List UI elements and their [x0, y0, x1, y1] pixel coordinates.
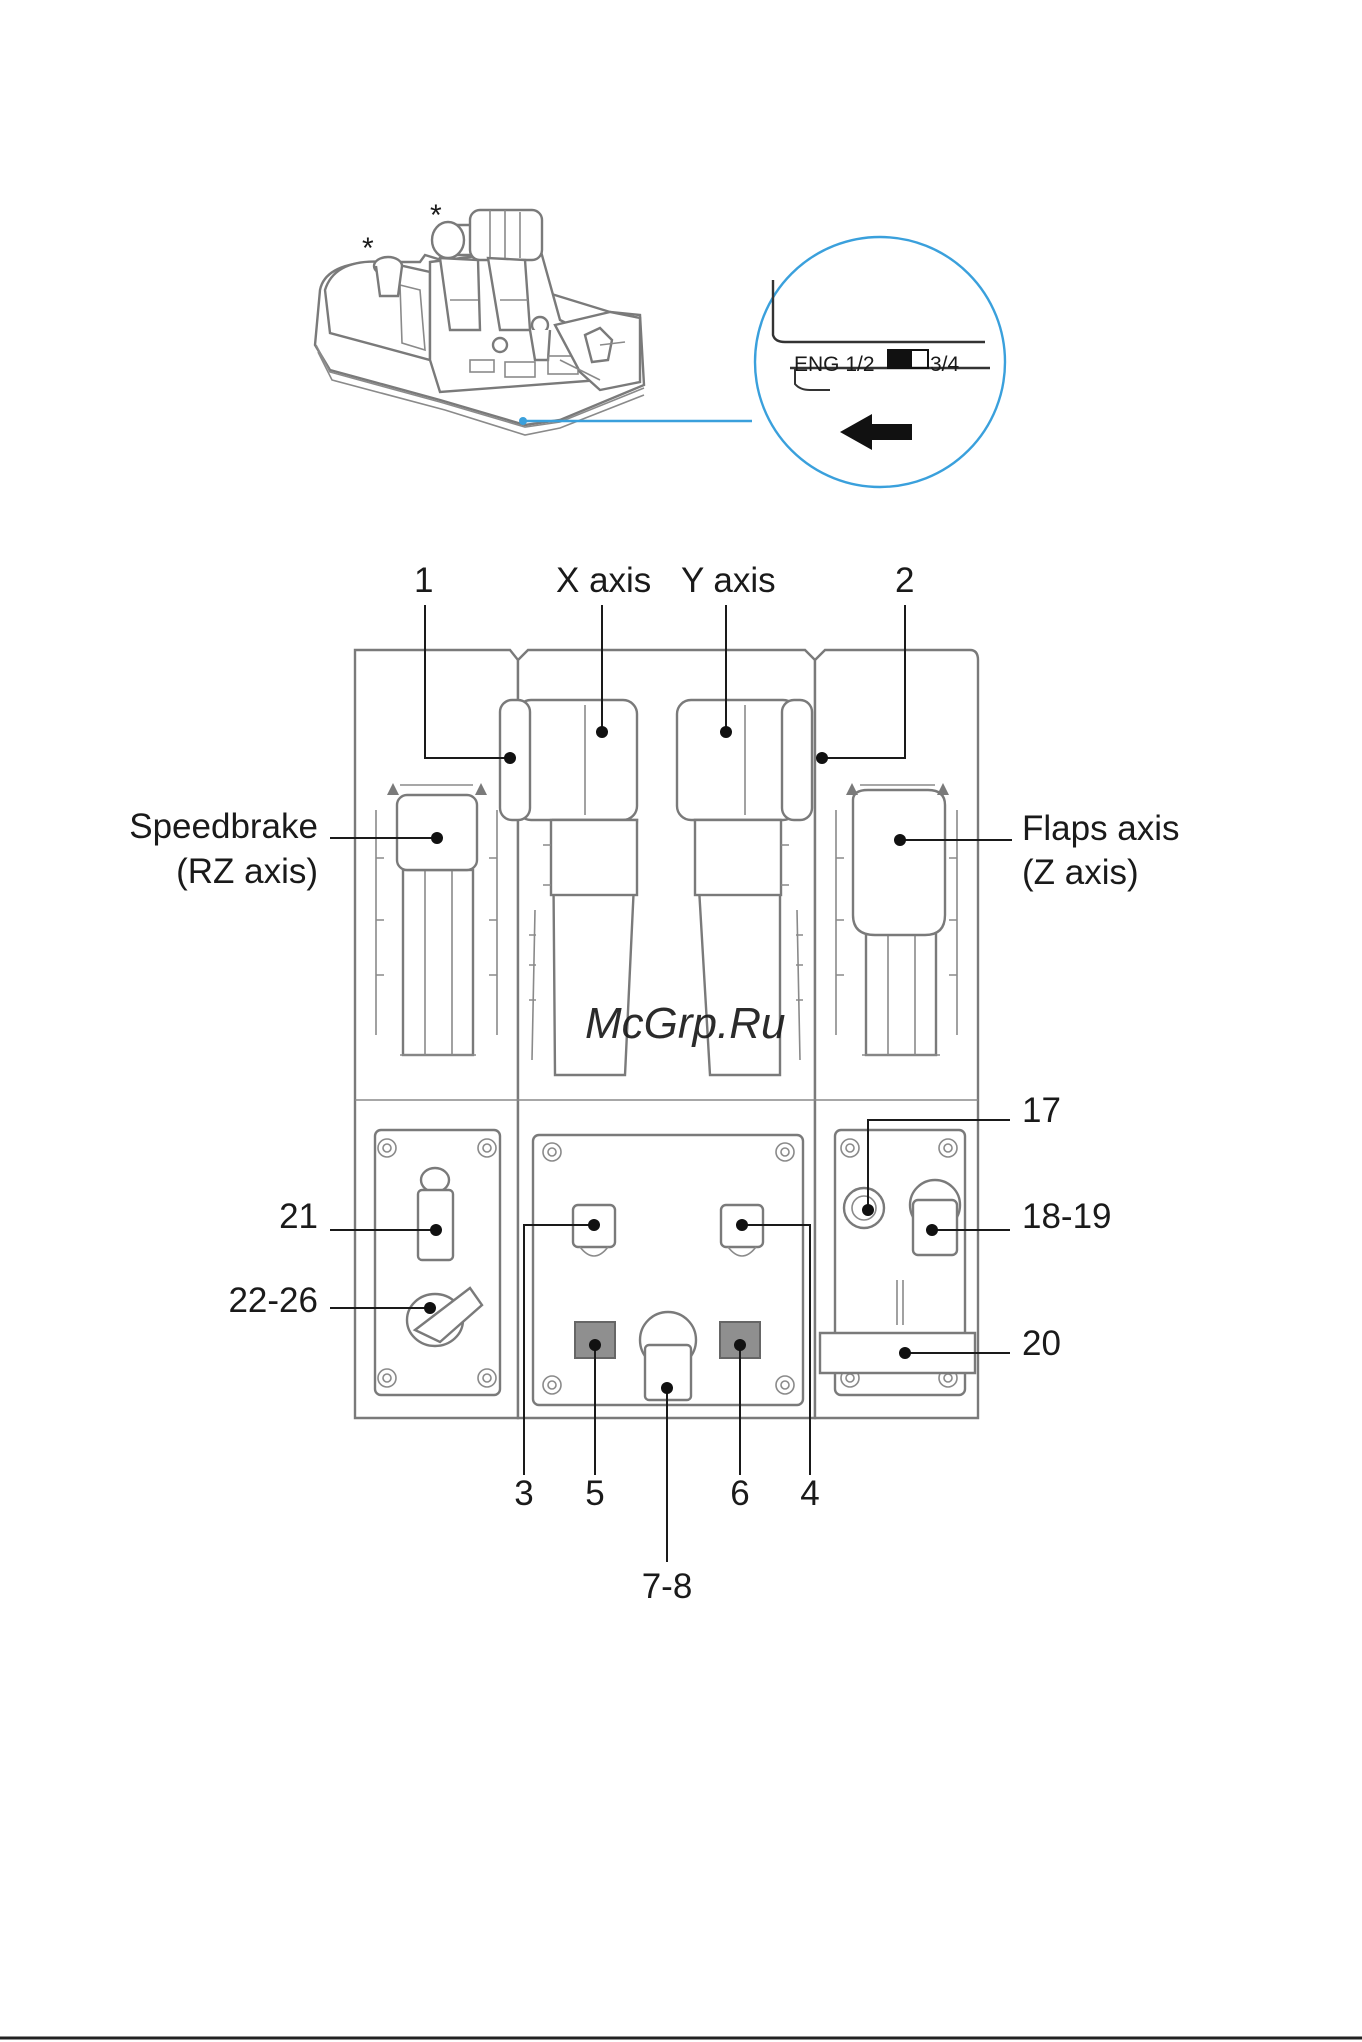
callout-y-axis: Y axis	[681, 561, 776, 600]
engine-switch-callout	[755, 237, 1005, 487]
callout-flaps-axis: (Z axis)	[1022, 853, 1139, 892]
switch-label-34: 3/4	[930, 353, 960, 376]
callout-22-26: 22-26	[228, 1281, 318, 1320]
callout-3: 3	[514, 1474, 533, 1513]
callout-4: 4	[800, 1474, 819, 1513]
switch-label-eng12: ENG 1/2	[794, 353, 875, 376]
speedbrake-star: *	[362, 232, 374, 265]
callout-speedbrake-axis: (RZ axis)	[176, 852, 318, 891]
callout-7-8: 7-8	[642, 1567, 693, 1606]
callout-2: 2	[895, 561, 914, 600]
lever-star: *	[430, 199, 442, 232]
watermark: McGrp.Ru	[585, 999, 785, 1048]
callout-flaps: Flaps axis	[1022, 809, 1180, 848]
throttle-perspective-view	[315, 210, 752, 435]
arrow-left-icon	[840, 414, 912, 450]
engine-switch-slider	[888, 350, 912, 368]
callout-5: 5	[585, 1474, 604, 1513]
callout-20: 20	[1022, 1324, 1061, 1363]
callout-6: 6	[730, 1474, 749, 1513]
callout-21: 21	[279, 1197, 318, 1236]
callout-18-19: 18-19	[1022, 1197, 1112, 1236]
callout-1: 1	[414, 561, 433, 600]
callout-17: 17	[1022, 1091, 1061, 1130]
callout-x-axis: X axis	[556, 561, 651, 600]
callout-speedbrake: Speedbrake	[129, 807, 318, 846]
